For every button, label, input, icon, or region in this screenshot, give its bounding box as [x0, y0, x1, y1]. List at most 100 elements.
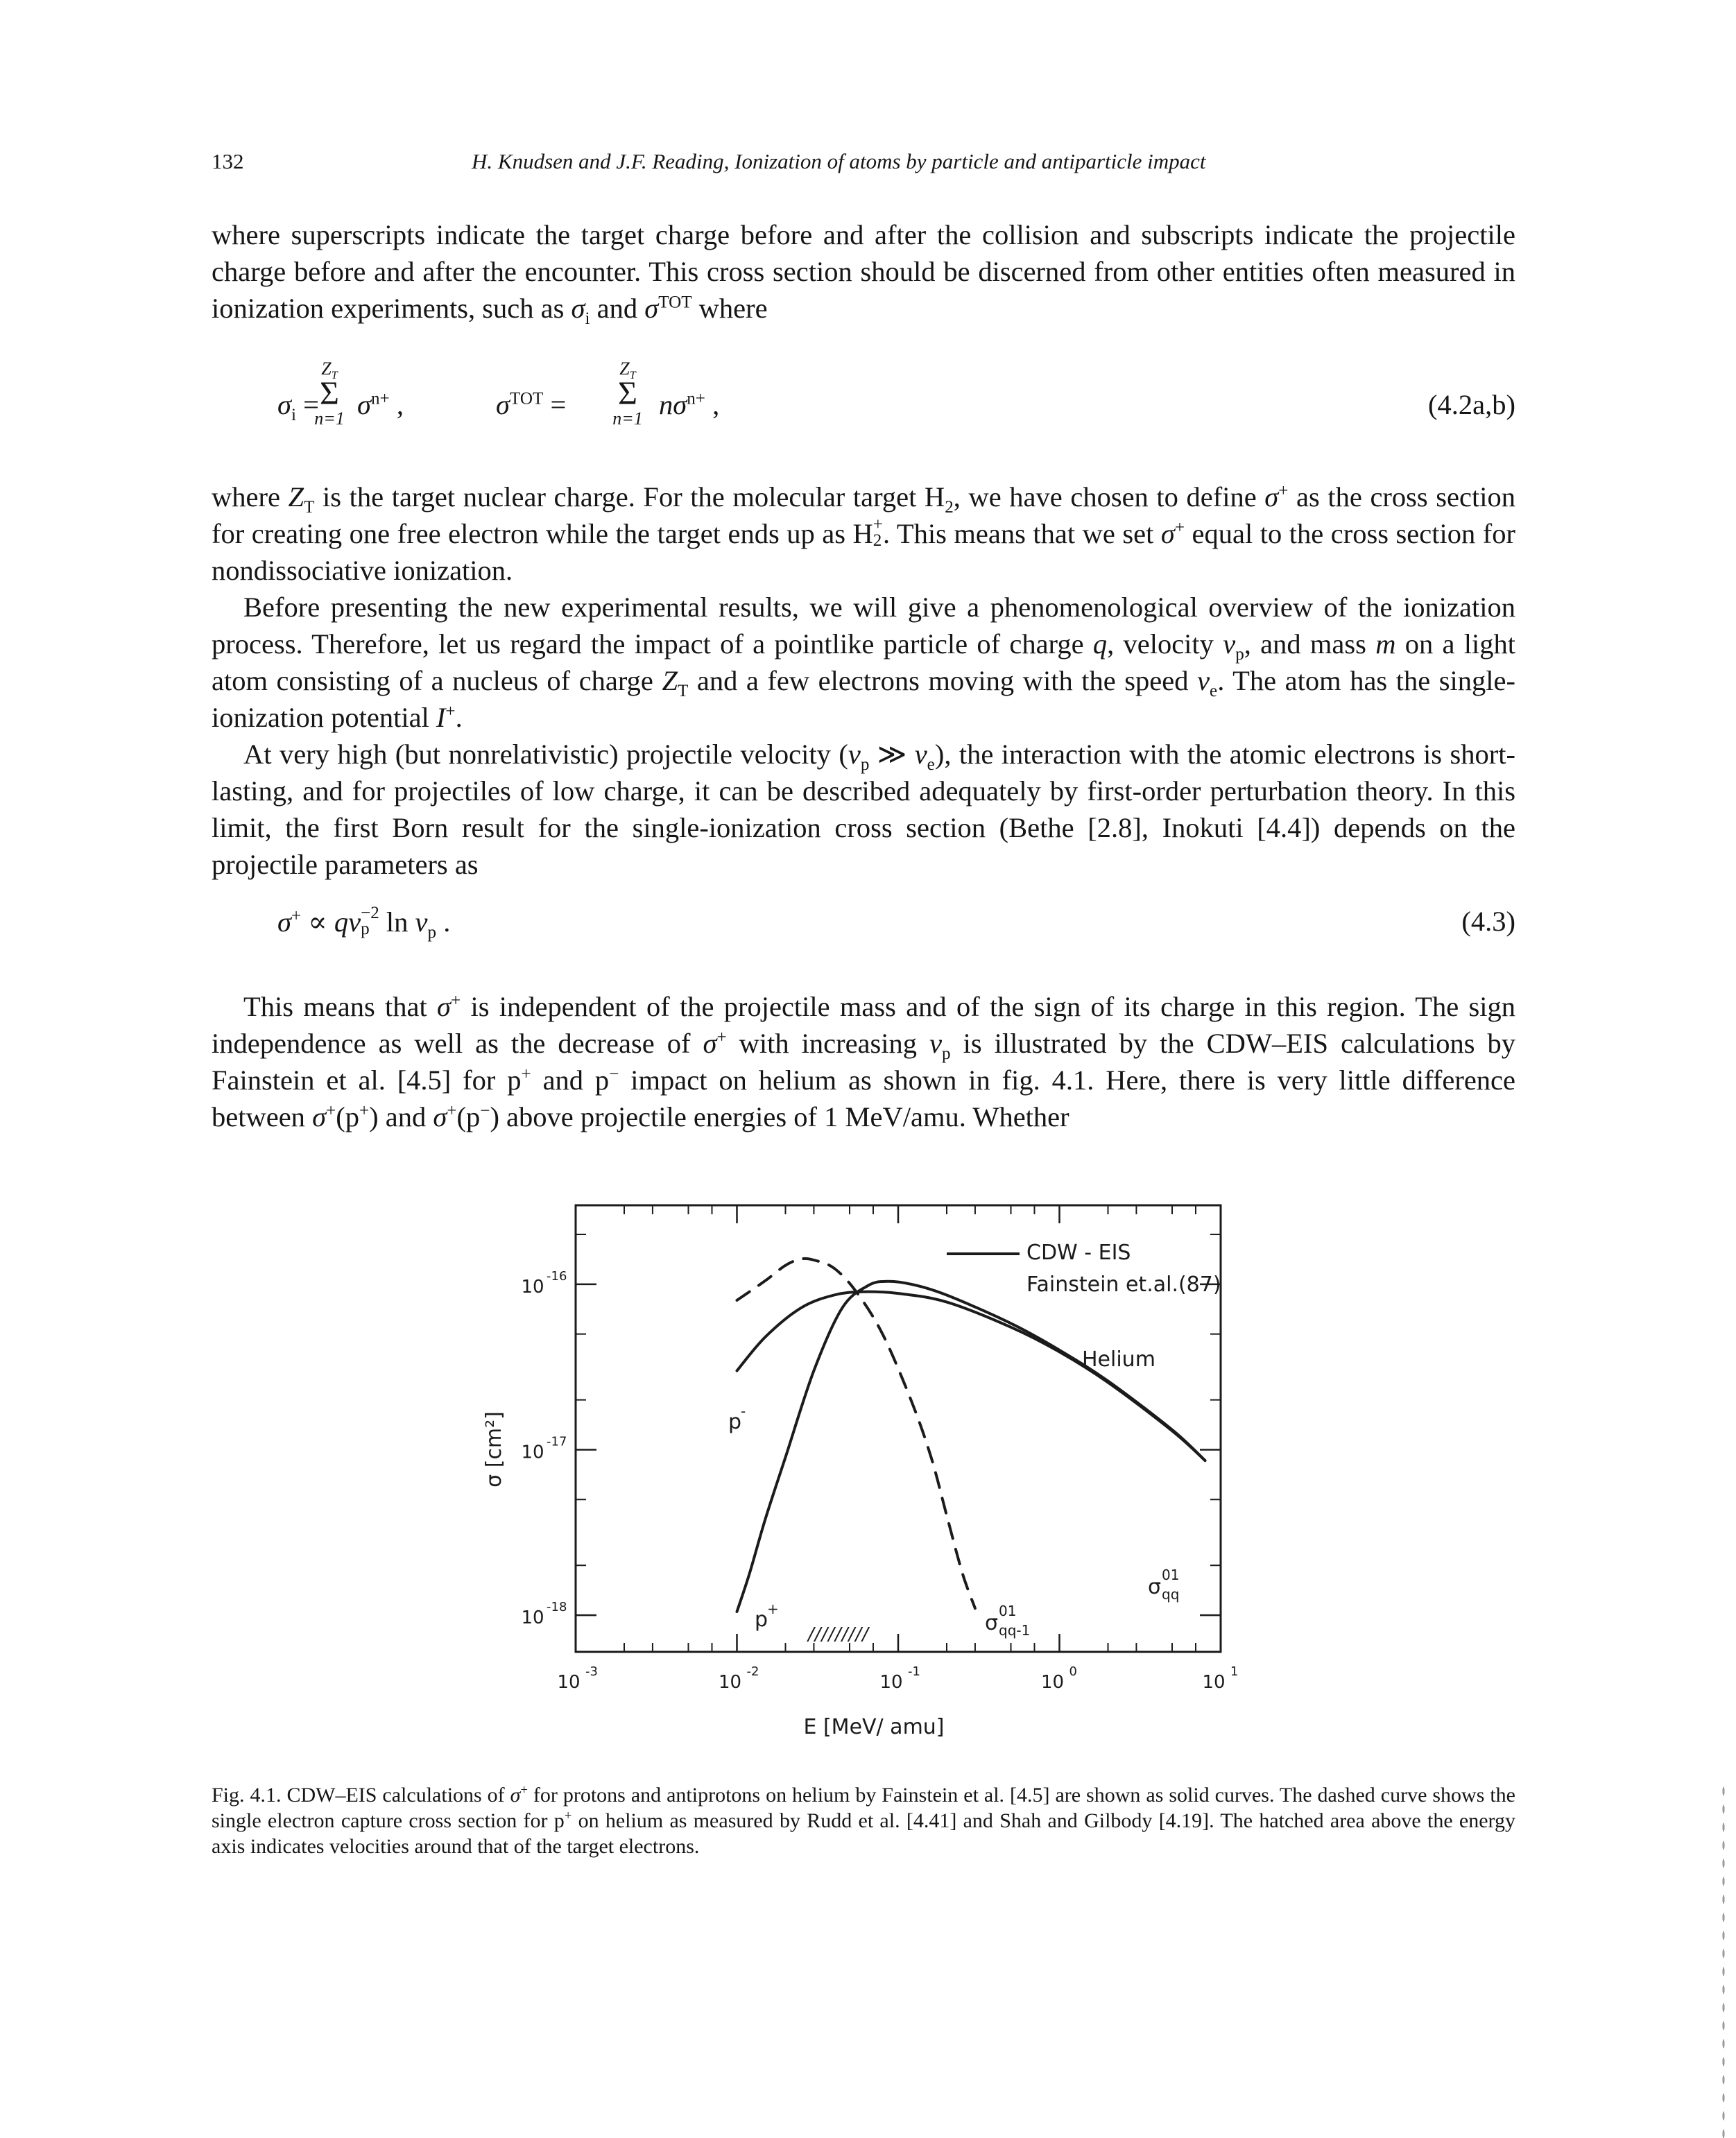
text-run: Before presenting the new experimental r… [212, 592, 1515, 659]
subscript: 2 [945, 498, 954, 517]
curve-p-minus [735, 1290, 1207, 1463]
x-tick-label: 10 [1202, 1672, 1225, 1693]
paragraph-intro: where superscripts indicate the target c… [212, 216, 1515, 327]
subscript: e [927, 755, 935, 775]
paragraph-5: This means that σ+ is independent of the… [212, 988, 1515, 1135]
figure-caption: Fig. 4.1. CDW–EIS calculations of σ+ for… [212, 1782, 1515, 1859]
symbol-sigma: σ [703, 1028, 717, 1059]
subscript: T [629, 370, 636, 382]
text-run: where [691, 293, 768, 324]
period: . [436, 906, 451, 938]
symbol-sigma: σ [437, 991, 452, 1022]
label-p-plus: p [755, 1607, 768, 1632]
text-run: is illustrated by the CDW–EIS calculatio… [212, 1028, 1515, 1096]
running-head: H. Knudsen and J.F. Reading, Ionization … [472, 149, 1206, 173]
upper-z: Z [321, 359, 332, 379]
text-run: as the cross section for creating one fr… [212, 481, 1516, 549]
symbol-n-sigma: nσ [659, 389, 687, 420]
symbol-sigma: σ [433, 1101, 447, 1132]
text-run: equal to the cross section for nondissoc… [212, 518, 1515, 586]
superscript: + [326, 1101, 336, 1121]
equals: = [550, 389, 567, 420]
hatched-area: ///////// [807, 1624, 870, 1645]
stacked-script: +2 [873, 515, 883, 549]
label-sigma-capture-sup: 01 [999, 1603, 1016, 1619]
y-tick-label: 10 [521, 1442, 544, 1463]
superscript: + [873, 515, 883, 535]
paragraph-2: where ZT is the target nuclear charge. F… [212, 479, 1515, 589]
symbol-sigma: σ [1264, 481, 1279, 512]
symbol-z: Z [288, 481, 304, 512]
label-p-minus: p [728, 1410, 741, 1434]
symbol-sigma: σ [357, 389, 371, 420]
text-run: At very high (but nonrelativistic) proje… [243, 739, 848, 770]
x-tick-label: 10 [1041, 1672, 1064, 1693]
x-tick-label-exp: -3 [585, 1664, 598, 1679]
target-label-helium: Helium [1082, 1347, 1155, 1372]
superscript: − [609, 1064, 619, 1084]
text-run: (p [336, 1101, 359, 1132]
y-axis-title: σ [cm²] [482, 1411, 506, 1488]
subscript: i [291, 406, 296, 425]
text-run: impact on helium as shown in fig. 4.1. H… [212, 1064, 1516, 1132]
sum-upper: ZT [607, 359, 648, 382]
text-run: , velocity [1107, 628, 1223, 659]
superscript: n+ [370, 389, 390, 408]
label-p-minus-sup: - [741, 1403, 746, 1420]
running-header: 132 H. Knudsen and J.F. Reading, Ionizat… [212, 149, 1515, 184]
symbol-v: v [914, 739, 927, 770]
eq-lhs2: σTOT = [496, 388, 566, 421]
subscript: p [942, 1044, 951, 1064]
chart-axes [574, 1204, 1222, 1653]
symbol-v: v [929, 1028, 943, 1059]
superscript: TOT [658, 293, 692, 312]
text-run: This means that [243, 991, 438, 1022]
superscript: n+ [687, 389, 705, 408]
sum-lower: n=1 [314, 408, 345, 429]
eq-term1: σn+ , [357, 388, 404, 421]
margin-scan-dots [1721, 1782, 1726, 2138]
text-run: , we have chosen to define [953, 481, 1265, 512]
equals: = [303, 389, 319, 420]
label-sigma-qq-sup: 01 [1162, 1567, 1179, 1583]
x-tick-label-exp: -2 [747, 1664, 759, 1679]
y-tick-label: 10 [521, 1607, 544, 1628]
text-run: where superscripts indicate the target c… [212, 219, 1515, 324]
text-run: . This means that we set [882, 518, 1161, 549]
x-tick-label-exp: 0 [1069, 1664, 1077, 1679]
text-run: on a light atom consisting of a nucleus … [212, 628, 1516, 696]
eq-lhs1: σi = [277, 388, 319, 425]
symbol-qv: qv [334, 906, 361, 938]
subscript: T [677, 682, 689, 701]
sum-upper: ZT [309, 359, 350, 381]
symbol-v: v [1223, 628, 1236, 659]
sum-symbol: Σ [320, 375, 339, 412]
text-run: and p [531, 1064, 610, 1096]
superscript: + [447, 1101, 457, 1121]
subscript: i [585, 309, 590, 329]
ln: ln [379, 906, 415, 938]
symbol-q: q [1092, 628, 1108, 659]
subscript: T [304, 498, 315, 517]
text-run: is the target nuclear charge. For the mo… [314, 481, 945, 512]
text-run: and a few electrons moving with the spee… [688, 665, 1198, 696]
curve-capture-dashed [735, 1257, 977, 1610]
subscript: p [1235, 645, 1244, 664]
y-tick-label-exp: -16 [547, 1269, 567, 1284]
paragraph-3: Before presenting the new experimental r… [212, 589, 1515, 736]
superscript: TOT [509, 389, 544, 408]
symbol-v: v [1197, 665, 1210, 696]
page-number: 132 [212, 149, 244, 173]
text-run: ), the interaction with the atomic elect… [212, 739, 1515, 880]
text-run: , and mass [1244, 628, 1376, 659]
x-tick-label: 10 [557, 1672, 580, 1693]
paragraph-4: At very high (but nonrelativistic) proje… [212, 736, 1515, 883]
label-p-plus-sup: + [767, 1601, 779, 1617]
label-sigma-capture-sub: qq-1 [999, 1622, 1030, 1639]
text-run: . [455, 702, 463, 733]
x-tick-label-exp: -1 [908, 1664, 920, 1679]
